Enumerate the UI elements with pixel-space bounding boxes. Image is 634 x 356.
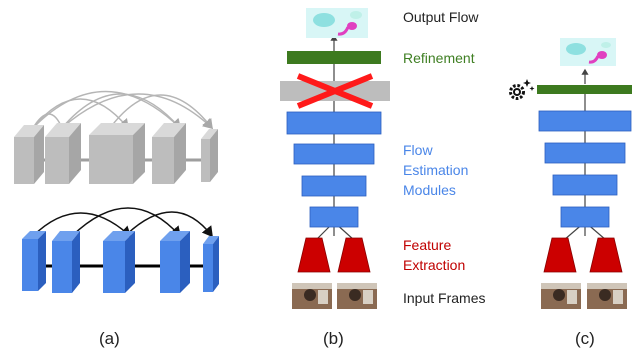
label-output-flow: Output Flow <box>403 9 479 25</box>
flow-module-4 <box>309 206 359 228</box>
feature-extractor-right <box>337 237 371 273</box>
flow-module-3 <box>301 175 367 197</box>
label-flow: Flow <box>403 142 433 158</box>
flow-module-c-4 <box>560 206 610 228</box>
gray-block-3 <box>89 123 145 184</box>
label-feature: Feature <box>403 237 451 253</box>
flow-module-2 <box>293 143 375 165</box>
gray-block-2 <box>45 123 81 184</box>
removed-block <box>280 73 390 109</box>
blue-block-2 <box>52 231 80 293</box>
input-frame-c-2 <box>587 283 627 309</box>
refinement-block-c <box>537 85 632 94</box>
gear-sparkle-icon <box>509 79 535 100</box>
panel-c: (c) <box>509 38 632 348</box>
gray-dense-network <box>14 90 218 184</box>
label-modules: Modules <box>403 182 456 198</box>
input-frame-1 <box>292 283 332 309</box>
gray-block-4 <box>152 123 186 184</box>
label-extraction: Extraction <box>403 257 465 273</box>
blue-block-3 <box>103 231 135 293</box>
label-input-frames: Input Frames <box>403 290 485 306</box>
feature-extractor-c-left <box>543 237 577 273</box>
flow-module-c-2 <box>544 142 626 164</box>
gray-block-1 <box>14 125 44 184</box>
feature-extractor-c-right <box>589 237 623 273</box>
refinement-block <box>287 51 381 64</box>
flow-module-c-1 <box>538 110 632 132</box>
caption-b: (b) <box>323 329 344 348</box>
label-estimation: Estimation <box>403 162 468 178</box>
input-frame-c-1 <box>541 283 581 309</box>
output-flow-thumbnail-c <box>560 38 616 66</box>
input-frame-2 <box>337 283 377 309</box>
flow-module-1 <box>286 111 382 135</box>
panel-b: Output Flow Refinement Flow Estimation M… <box>280 8 485 348</box>
blue-block-5 <box>203 236 219 292</box>
label-refinement: Refinement <box>403 50 475 66</box>
caption-a: (a) <box>99 329 120 348</box>
blue-network <box>22 207 219 293</box>
caption-c: (c) <box>575 329 595 348</box>
gray-block-5 <box>201 129 218 182</box>
blue-block-1 <box>22 231 46 291</box>
output-flow-thumbnail <box>306 8 368 38</box>
blue-block-4 <box>160 231 190 293</box>
panel-a: (a) <box>14 90 219 348</box>
flow-module-c-3 <box>552 174 618 196</box>
feature-extractor-left <box>297 237 331 273</box>
